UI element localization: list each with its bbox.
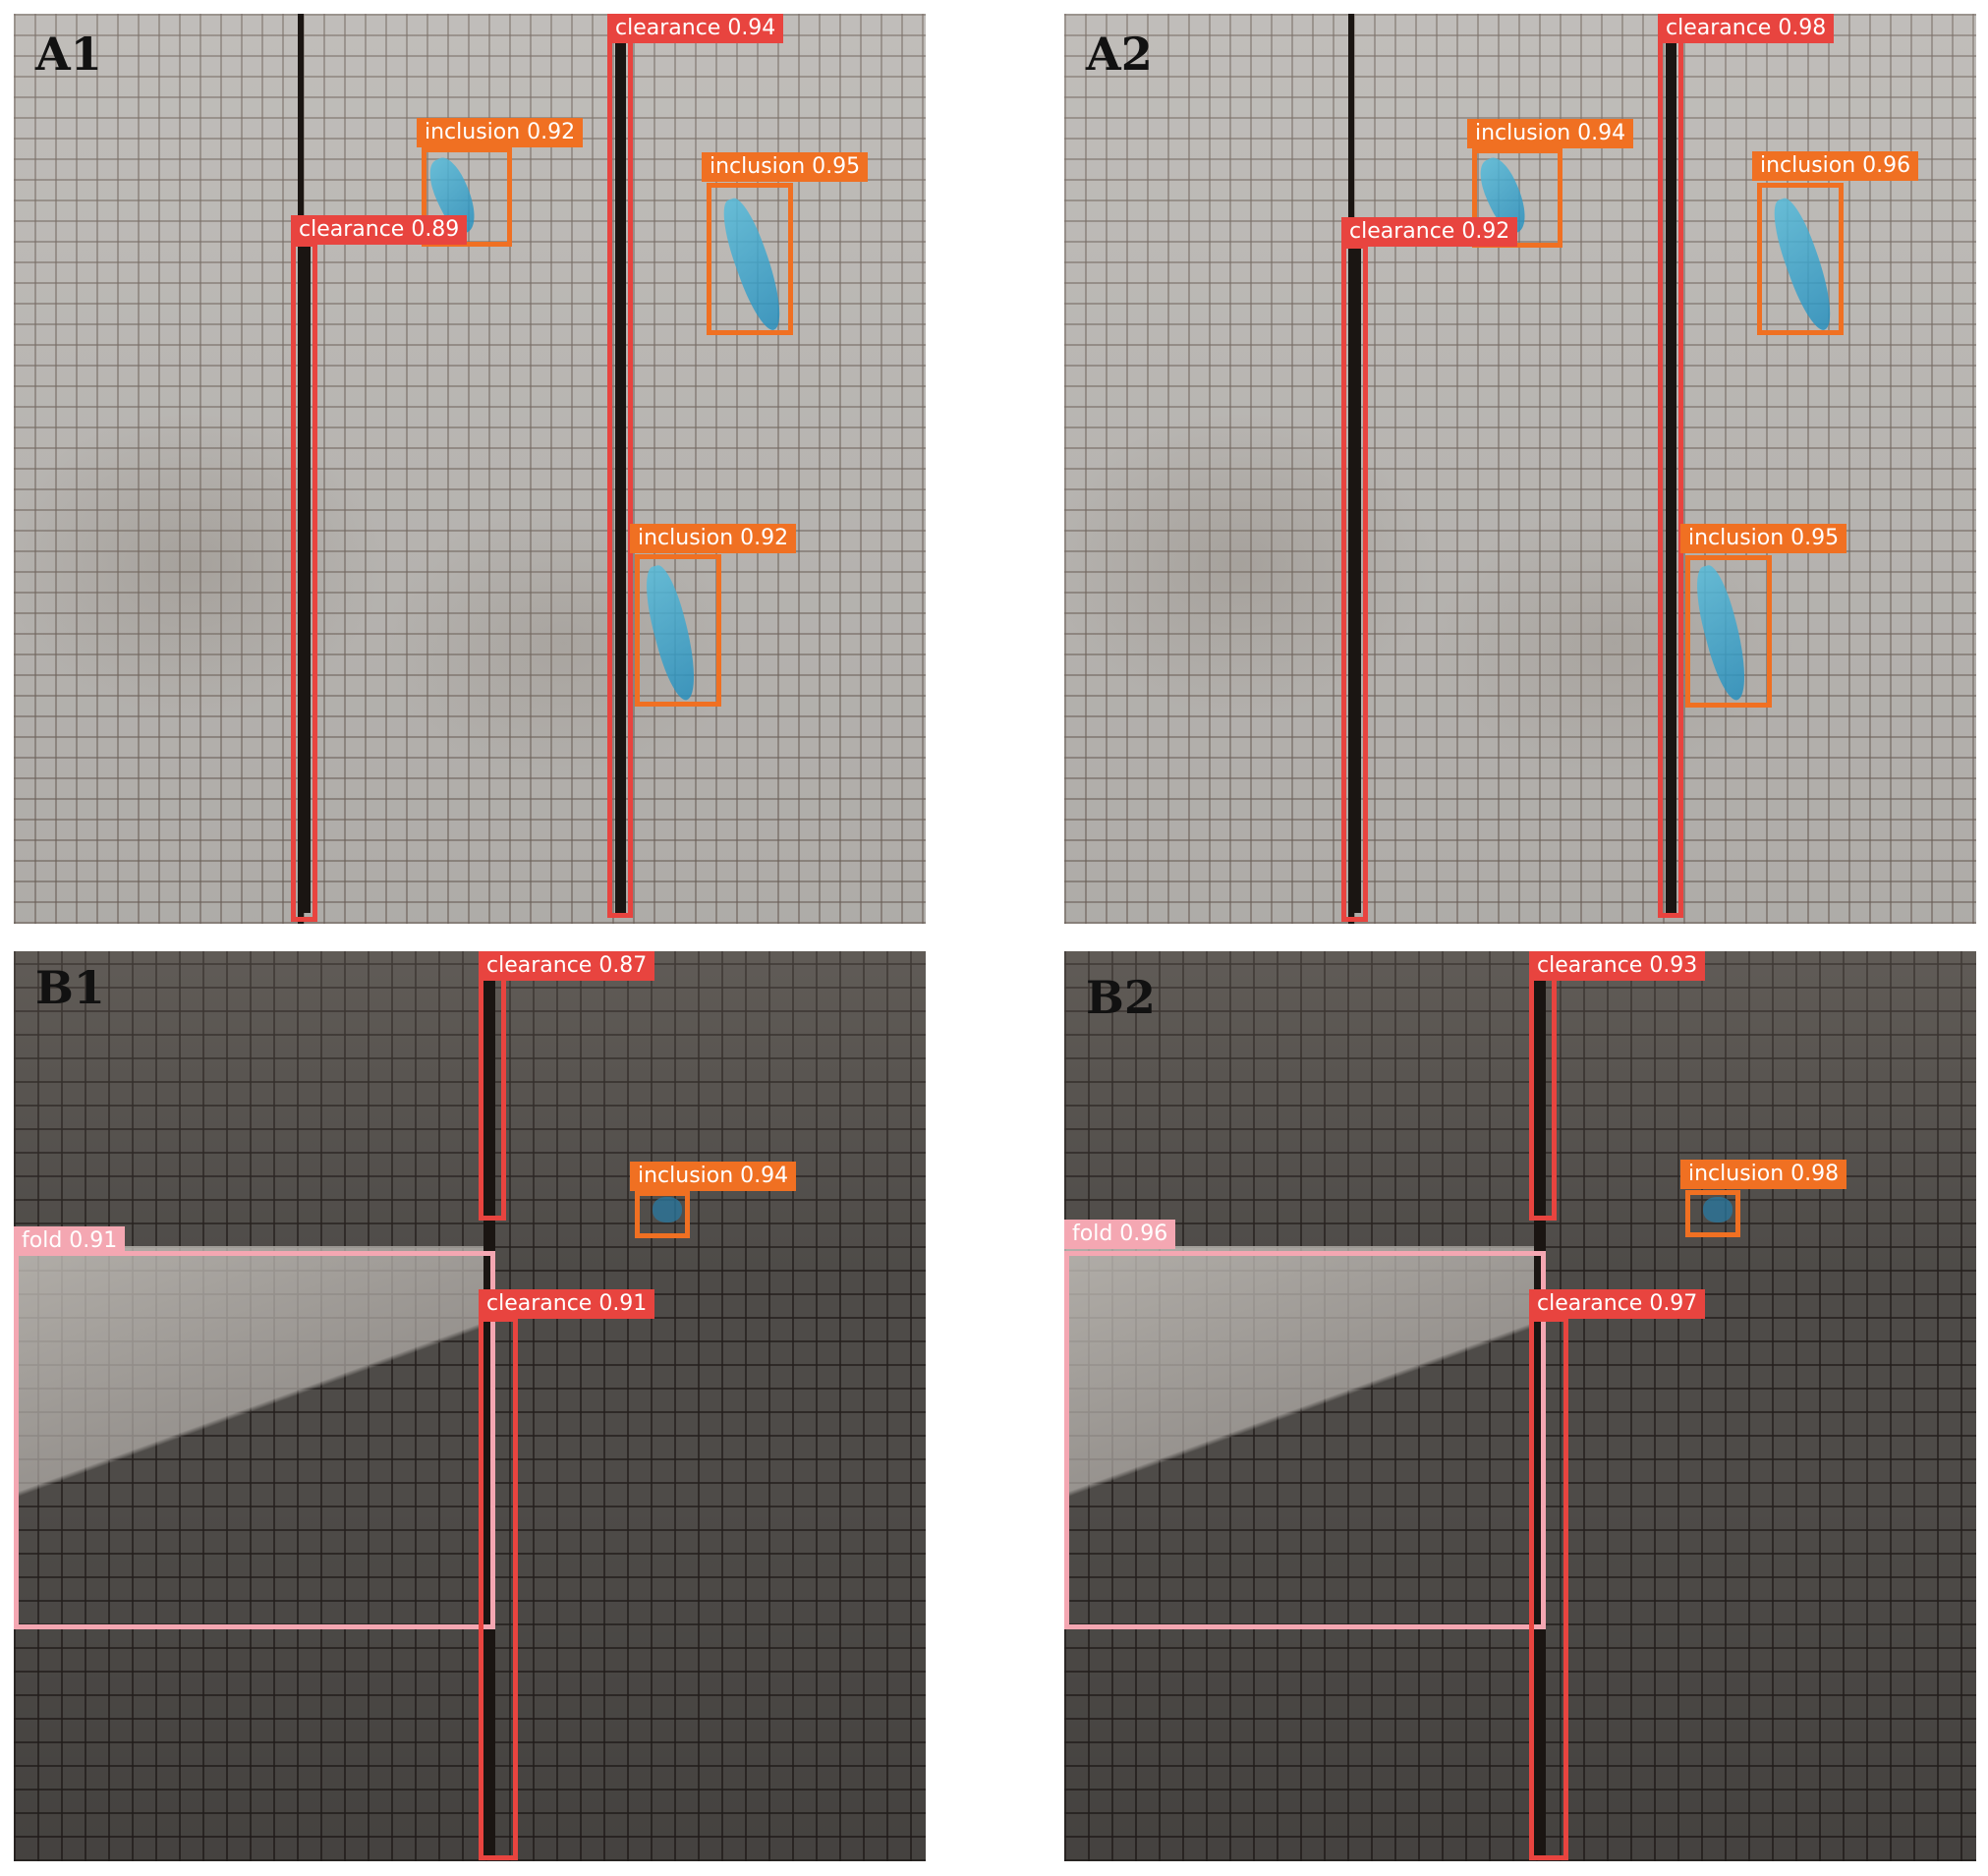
detection-box [607,33,633,918]
detection-box [1064,1251,1546,1629]
seam [1534,971,1546,1855]
detection-box [1685,555,1772,708]
detection-label: clearance 0.91 [479,1289,655,1319]
detection-box [479,975,506,1221]
panel-b2: clearance 0.93 inclusion 0.98 fold 0.96 … [1064,951,1976,1861]
detection-label: inclusion 0.94 [630,1162,797,1191]
detection-box [1529,975,1557,1221]
detection-box [291,242,317,922]
detection-label: clearance 0.87 [479,951,655,981]
detection-label: fold 0.96 [1064,1220,1176,1249]
fabric-fold [1064,1246,1546,1620]
panel-letter: B1 [35,961,105,1014]
detection-label: clearance 0.97 [1529,1289,1706,1319]
panel-a2: clearance 0.98 inclusion 0.94 inclusion … [1064,14,1976,924]
detection-box [1529,1317,1568,1860]
detection-label: inclusion 0.95 [1680,524,1847,553]
detection-label: inclusion 0.95 [702,152,869,182]
inclusion-blob [1703,1197,1732,1222]
seam [1348,240,1361,913]
seam [1666,33,1676,913]
detection-box [1341,244,1368,922]
panel-letter: B2 [1086,971,1156,1024]
detection-box [1685,1190,1740,1237]
seam [615,33,626,913]
detection-label: inclusion 0.92 [417,118,584,147]
detection-label: fold 0.91 [14,1226,126,1256]
fabric-fold [14,1246,495,1620]
seam [298,240,311,913]
panel-letter: A2 [1086,28,1153,81]
detection-box [1757,183,1844,335]
panel-b1: clearance 0.87 inclusion 0.94 fold 0.91 … [14,951,926,1861]
detection-label: clearance 0.92 [1341,217,1518,247]
detection-label: inclusion 0.96 [1752,151,1919,181]
detection-label: clearance 0.93 [1529,951,1706,981]
detection-box [707,183,793,335]
panel-a1: clearance 0.94 inclusion 0.92 inclusion … [14,14,926,924]
detection-label: inclusion 0.92 [630,524,797,553]
detection-box [635,1191,690,1238]
panel-letter: A1 [35,28,102,81]
detection-label: clearance 0.94 [607,14,784,43]
detection-box [14,1251,495,1629]
detection-label: clearance 0.98 [1658,14,1835,43]
detection-box [635,554,721,707]
detection-label: inclusion 0.98 [1680,1160,1847,1189]
detection-label: inclusion 0.94 [1467,119,1634,148]
detection-box [1658,33,1683,918]
seam [483,971,495,1855]
inclusion-blob [653,1197,682,1222]
detection-label: clearance 0.89 [291,215,468,245]
detection-box [479,1317,518,1860]
